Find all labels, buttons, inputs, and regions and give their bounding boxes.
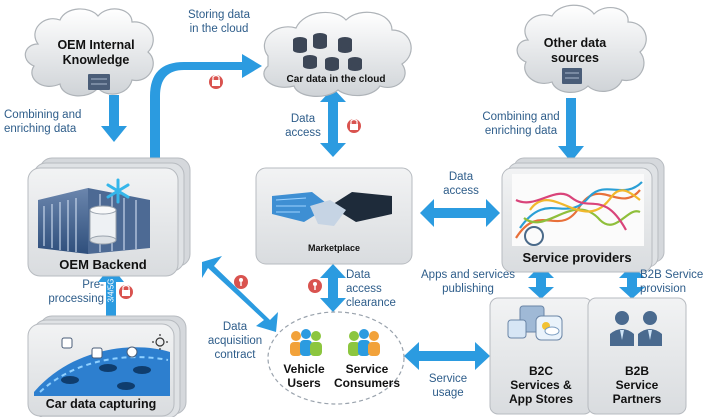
label-service-usage: Service usage (428, 373, 468, 399)
b2b-panel (587, 297, 687, 415)
lock-icon (347, 118, 361, 133)
arrow-marketplace-users (320, 264, 346, 312)
vehicle-users-title: Vehicle Users (283, 362, 325, 390)
b2b-title: B2B Service Partners (612, 364, 662, 406)
label-storing: Storing data in the cloud (187, 9, 250, 35)
weather-icon (542, 322, 560, 336)
database-stack-icon (293, 33, 362, 71)
arrow-backend-users (202, 256, 278, 332)
other-sources-cloud (516, 4, 647, 93)
arrow-marketplace-providers (420, 199, 500, 227)
car-data-capturing-panel (27, 315, 187, 417)
key-icon (308, 279, 322, 293)
label-data-access-providers: Data access (443, 171, 479, 197)
label-clearance: Data access clearance (346, 269, 396, 309)
arrow-knowledge-to-backend (101, 95, 127, 142)
lock-icon (119, 284, 133, 299)
arrow-sources-to-providers (558, 98, 584, 162)
service-consumers-icon (348, 329, 380, 356)
other-sources-title: Other data sources (543, 36, 607, 65)
users-group (267, 311, 405, 405)
label-data-access-cloud: Data access (285, 113, 321, 139)
cloud-title: Car data in the cloud (286, 74, 386, 85)
snowflake-icon (106, 178, 130, 204)
service-providers-title: Service providers (522, 250, 632, 265)
oem-backend-panel (27, 157, 191, 277)
service-providers-panel (501, 157, 665, 273)
key-icon (234, 275, 248, 289)
label-apps-publishing: Apps and services publishing (421, 269, 515, 295)
car-capturing-title: Car data capturing (45, 397, 157, 411)
label-combining-right: Combining and enriching data (482, 111, 560, 137)
b2c-panel (489, 297, 593, 415)
server-icon (88, 74, 110, 90)
lock-icon (209, 74, 223, 89)
label-network-code: 3/4/5G (106, 278, 116, 303)
label-b2b-provision: B2B Service provision (640, 269, 704, 295)
handshake-icon (272, 192, 392, 226)
oem-backend-title: OEM Backend (59, 257, 147, 272)
database-icon (89, 205, 117, 245)
arrow-users-b2c (404, 342, 490, 370)
car-data-cloud (263, 11, 412, 97)
vehicle-users-icon (290, 329, 322, 356)
label-combining-left: Combining and enriching data (4, 109, 82, 135)
arrow-cloud-marketplace (320, 88, 346, 157)
road-traffic-illustration (34, 334, 170, 396)
marketplace-title: Marketplace (307, 243, 361, 253)
oem-knowledge-cloud (24, 8, 154, 97)
service-consumers-title: Service Consumers (334, 362, 401, 390)
business-people-icon (610, 311, 662, 346)
data-tangle-illustration (512, 174, 644, 246)
server-icon (562, 68, 582, 84)
label-acquisition: Data acquisition contract (207, 321, 263, 361)
b2c-title: B2C Services & App Stores (508, 364, 573, 406)
marketplace-panel (255, 167, 413, 265)
oem-knowledge-title: OEM Internal Knowledge (57, 38, 135, 67)
arrow-backend-to-cloud (150, 54, 262, 158)
label-preprocessing: Pre- processing (48, 279, 104, 305)
app-icons (507, 305, 563, 341)
sun-icon (152, 334, 168, 350)
